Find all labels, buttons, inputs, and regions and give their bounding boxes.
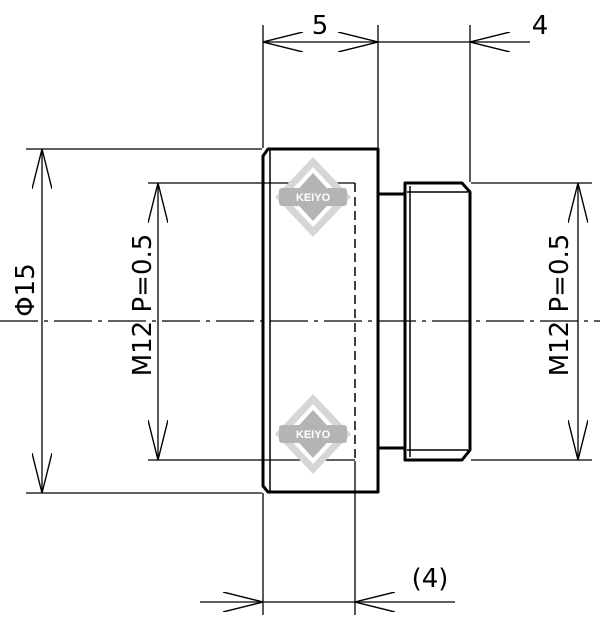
dim-label-thread-left: M12 P=0.5 [128,234,158,377]
dim-label-thread-right: M12 P=0.5 [545,234,575,377]
dim-label-outer-diameter: Φ15 [11,263,41,317]
part-body [261,147,472,494]
keiyo-logo-text: KEIYO [296,429,331,441]
dim-label-top-right: 4 [532,11,549,41]
dim-label-bottom: (4) [412,564,449,594]
neck-outline [378,192,405,450]
collar-outline [261,147,380,494]
keiyo-watermark-logo: KEIYO [275,157,351,237]
dimension-lines [42,42,578,602]
dim-label-top-left: 5 [312,11,329,41]
extension-lines [26,25,592,615]
keiyo-watermark-logo: KEIYO [275,394,351,474]
keiyo-logo-text: KEIYO [296,192,331,204]
spigot-outline [403,181,472,462]
